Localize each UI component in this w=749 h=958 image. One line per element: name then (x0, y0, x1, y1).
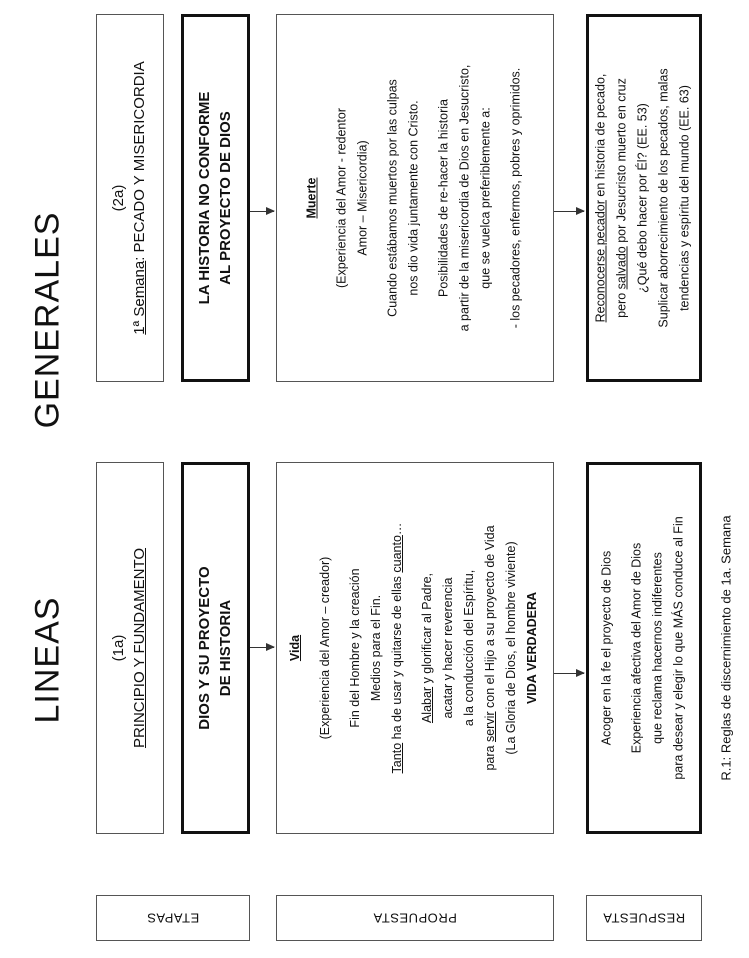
theme-box-2a: LA HISTORIA NO CONFORME AL PROYECTO DE D… (181, 14, 250, 382)
respuesta-2a-line3: ¿Qué debo hacer por Él? (EE. 53) (635, 103, 650, 293)
propuesta-1a-line9: (La Gloria de Dios, el hombre viviente) (504, 541, 518, 755)
stage-code-2a: (2a) (110, 184, 127, 212)
propuesta-2a-line1: (Experiencia del Amor - redentor (334, 108, 349, 288)
side-label-propuesta: PROPUESTA (373, 910, 457, 926)
respuesta-1a-line1: Acoger en la fe el proyecto de Dios (599, 550, 614, 746)
respuesta-2a-line2: pero salvado por Jesucristo muerto en cr… (613, 18, 632, 378)
propuesta-1a-line5-a: Alabar (420, 686, 434, 724)
side-label-etapas-box: ETAPAS (96, 895, 250, 941)
propuesta-1a-line6: acatar y hacer reverencia (441, 577, 455, 719)
theme-box-1a: DIOS Y SU PROYECTO DE HISTORIA (181, 462, 250, 834)
respuesta-box-1a: Acoger en la fe el proyecto de Dios Expe… (586, 462, 702, 834)
respuesta-2a-line1-b: en historia de pecado, (593, 73, 608, 201)
respuesta-2a-line2-b: salvado (614, 246, 629, 290)
propuesta-1a-line10: VIDA VERDADERA (525, 591, 539, 705)
theme-1a-line2: DE HISTORIA (216, 599, 234, 697)
footer-rule-note: R.1: Reglas de discernimiento de 1a. Sem… (718, 515, 734, 781)
stage-title-1a: PRINCIPIO Y FUNDAMENTO (131, 547, 148, 749)
heading-generales: GENERALES (28, 211, 67, 429)
propuesta-1a-line4-a: Tanto (390, 742, 404, 774)
respuesta-2a-line1: Reconocerse pecador en historia de pecad… (592, 18, 611, 378)
propuesta-1a-line4: Tanto ha de usar y quitarse de ellas cua… (388, 468, 407, 828)
propuesta-box-2a: Muerte (Experiencia del Amor - redentor … (276, 14, 554, 382)
arrow-propuesta-to-respuesta-1a (554, 669, 585, 677)
propuesta-1a-line7: a la conducción del Espíritu, (462, 569, 476, 727)
respuesta-2a-line4: Suplicar aborrecimiento de los pecados, … (656, 68, 671, 328)
propuesta-1a-line5-b: y glorificar al Padre, (420, 572, 434, 687)
propuesta-1a-line1: (Experiencia del Amor – creador) (318, 556, 332, 740)
theme-1a-line1: DIOS Y SU PROYECTO (195, 566, 213, 730)
propuesta-box-1a: Vida (Experiencia del Amor – creador) Fi… (276, 462, 554, 834)
side-label-respuesta-box: RESPUESTA (586, 895, 702, 941)
stage-code-1a: (1a) (110, 634, 127, 662)
propuesta-2a-title: Muerte (304, 177, 319, 219)
propuesta-1a-line8: para servir con el Hijo a su proyecto de… (481, 468, 500, 828)
respuesta-2a-line2-a: pero (614, 289, 629, 318)
side-label-etapas: ETAPAS (146, 910, 200, 926)
propuesta-1a-line3: Medios para el Fin. (369, 594, 383, 702)
arrow-propuesta-to-respuesta-2a (554, 207, 585, 215)
respuesta-1a-line3: que reclama hacernos indiferentes (650, 552, 665, 744)
propuesta-1a-line5: Alabar y glorificar al Padre, (418, 468, 437, 828)
propuesta-1a-line8-c: con el Hijo a su proyecto de Vida (483, 525, 497, 712)
stage-box-2a: (2a) 1ª Semana: PECADO Y MISERICORDIA (96, 14, 164, 382)
stage-title-2a: 1ª Semana: PECADO Y MISERICORDIA (130, 18, 149, 378)
theme-2a-line1: LA HISTORIA NO CONFORME (195, 91, 213, 305)
side-label-propuesta-box: PROPUESTA (276, 895, 554, 941)
respuesta-1a-line2: Experiencia afectiva del Amor de Dios (629, 542, 644, 754)
stage-title-2a-part1: 1ª Semana (131, 260, 148, 335)
arrow-theme-to-propuesta-2a (250, 207, 275, 215)
propuesta-1a-line4-d: … (390, 522, 404, 536)
propuesta-1a-line8-b: servir (483, 711, 497, 743)
propuesta-1a-line2: Fin del Hombre y la creación (348, 568, 362, 728)
propuesta-2a-line4: nos dio vida juntamente con Cristo. (406, 100, 421, 296)
stage-box-1a: (1a) PRINCIPIO Y FUNDAMENTO (96, 462, 164, 834)
propuesta-2a-line3: Cuando estábamos muertos por las culpas (385, 79, 400, 317)
respuesta-1a-line4: para desear y elegir lo que MÁS conduce … (671, 516, 686, 780)
propuesta-2a-line7: que se vuelca preferiblemente a: (478, 107, 493, 289)
respuesta-2a-line5: tendencias y espíritu del mundo (EE. 63) (677, 85, 692, 311)
stage-title-2a-part2: : PECADO Y MISERICORDIA (131, 61, 148, 261)
respuesta-2a-line1-a: Reconocerse pecador (593, 200, 608, 323)
respuesta-2a-line2-c: por Jesucristo muerto en cruz (614, 78, 629, 247)
propuesta-2a-line8: - los pecadores, enfermos, pobres y opri… (508, 67, 523, 329)
propuesta-2a-line5: Posibilidades de re-hacer la historia (436, 98, 451, 298)
propuesta-2a-line2: Amor – Misericordia) (355, 140, 370, 256)
respuesta-box-2a: Reconocerse pecador en historia de pecad… (586, 14, 702, 382)
propuesta-1a-line4-b: ha de usar y quitarse de ellas (390, 572, 404, 743)
propuesta-1a-line4-c: cuanto (390, 535, 404, 573)
propuesta-1a-line8-a: para (483, 742, 497, 771)
arrow-theme-to-propuesta-1a (250, 643, 275, 651)
propuesta-1a-title: Vida (288, 634, 302, 662)
theme-2a-line2: AL PROYECTO DE DIOS (216, 111, 234, 285)
side-label-respuesta: RESPUESTA (602, 910, 686, 926)
propuesta-2a-line6: a partir de la misericordia de Dios en J… (457, 64, 472, 332)
heading-lineas: LINEAS (28, 596, 67, 724)
